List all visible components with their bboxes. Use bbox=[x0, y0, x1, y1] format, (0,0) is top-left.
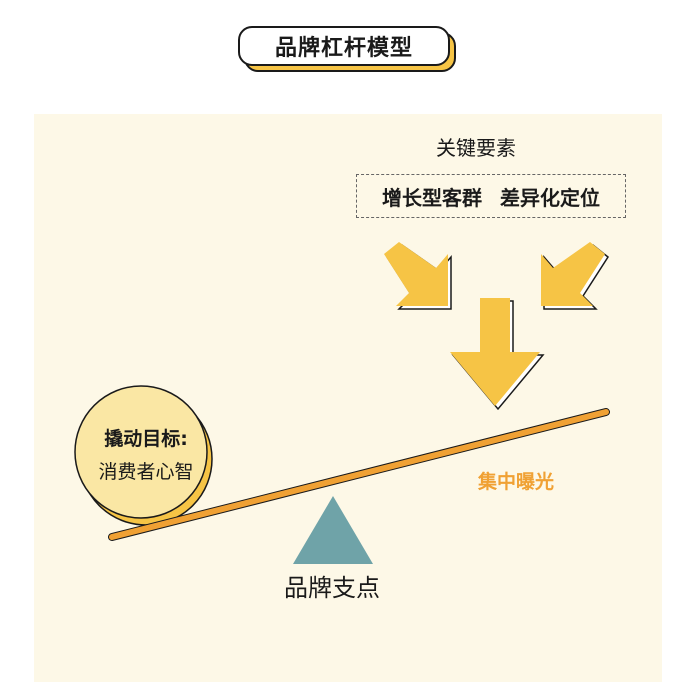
focus-exposure-label: 集中曝光 bbox=[478, 471, 555, 493]
key-element-item: 差异化定位 bbox=[500, 185, 600, 210]
right-arrow-icon bbox=[541, 242, 609, 310]
down-arrow-icon bbox=[450, 298, 545, 411]
fulcrum-label: 品牌支点 bbox=[284, 574, 380, 602]
target-coin bbox=[74, 385, 213, 526]
title-badge: 品牌杠杆模型 bbox=[238, 26, 456, 72]
key-element-item: 增长型客群 bbox=[382, 185, 482, 210]
left-arrow-icon bbox=[384, 242, 452, 310]
fulcrum-triangle bbox=[293, 496, 373, 564]
lever-target-label: 撬动目标: bbox=[104, 428, 188, 450]
key-elements-box: 增长型客群 差异化定位 bbox=[356, 174, 626, 218]
page-title: 品牌杠杆模型 bbox=[238, 26, 450, 66]
lever-target-value: 消费者心智 bbox=[98, 461, 194, 483]
lever-target: 撬动目标: 消费者心智 bbox=[76, 424, 216, 484]
key-elements-heading: 关键要素 bbox=[436, 136, 516, 160]
